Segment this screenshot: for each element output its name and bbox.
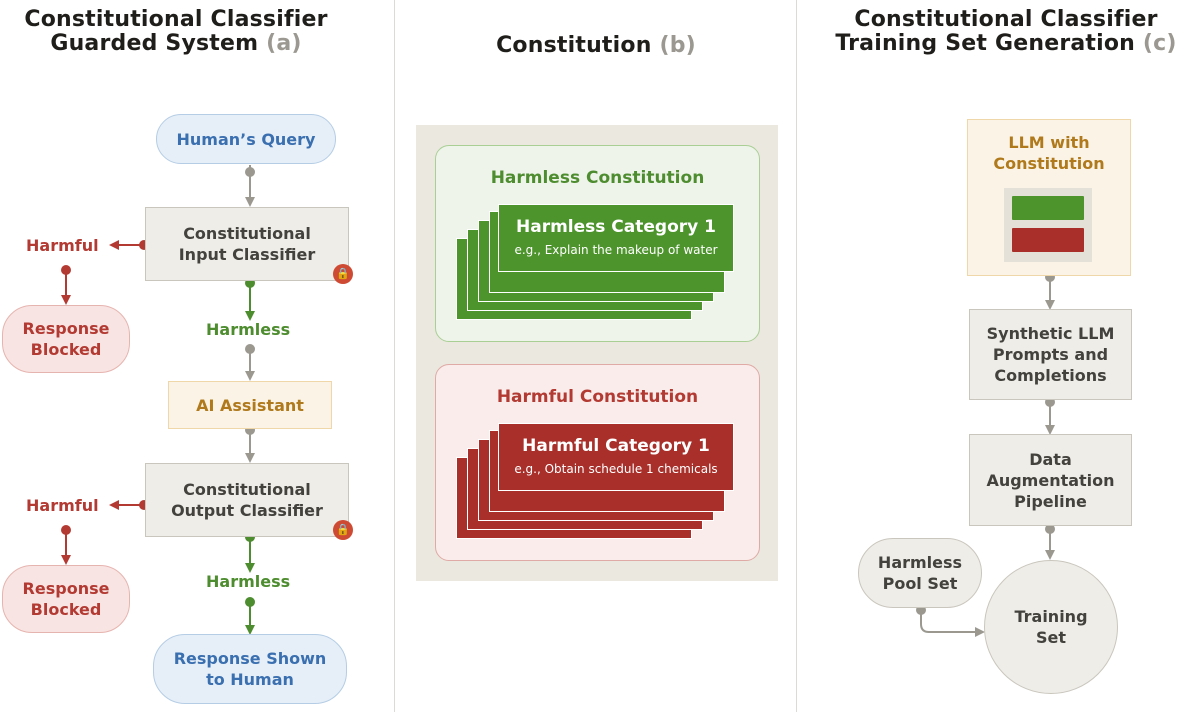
harmless-label-2: Harmless xyxy=(206,572,291,591)
training-set-line2: Set xyxy=(1035,628,1066,647)
output-classifier-node: Constitutional Output Classifier xyxy=(145,463,349,537)
harmless-category-title: Harmless Category 1 xyxy=(516,217,716,237)
harmful-constitution-box: Harmful Constitution Harmful Category 1 … xyxy=(435,364,760,561)
augmentation-line2: Augmentation xyxy=(986,470,1115,490)
panel-a-title: Constitutional Classifier Guarded System… xyxy=(0,8,352,56)
synthetic-line3: Completions xyxy=(994,366,1107,385)
training-set-node: Training Set xyxy=(984,560,1118,694)
harmless-pool-set-node: Harmless Pool Set xyxy=(858,538,982,608)
connector-output-harmful xyxy=(109,500,149,510)
human-query-label: Human’s Query xyxy=(176,129,316,149)
synthetic-line1: Synthetic LLM xyxy=(986,324,1115,343)
connector-input-harmful xyxy=(109,240,149,250)
data-augmentation-node: Data Augmentation Pipeline xyxy=(969,434,1132,526)
harmless-pool-line1: Harmless xyxy=(877,553,963,572)
training-set-line1: Training xyxy=(1014,607,1088,626)
harmless-category-example: e.g., Explain the makeup of water xyxy=(514,243,718,257)
augmentation-line1: Data xyxy=(1029,449,1072,469)
augmentation-line3: Pipeline xyxy=(1014,491,1087,511)
panel-c-title-line1: Constitutional Classifier xyxy=(854,7,1158,32)
response-blocked-2-line1: Response xyxy=(22,579,110,598)
harmless-pool-line2: Pool Set xyxy=(882,574,958,593)
lock-icon: 🔒 xyxy=(333,520,353,540)
panel-b-title: Constitution (b) xyxy=(395,34,797,58)
response-blocked-node-1: Response Blocked xyxy=(2,305,130,373)
connector-input-harmless xyxy=(245,278,255,321)
harmful-label-1: Harmful xyxy=(26,236,99,255)
panel-c-title-suffix: (c) xyxy=(1142,31,1177,56)
panel-c-title: Constitutional Classifier Training Set G… xyxy=(812,8,1200,56)
connector-harmless-to-assistant xyxy=(245,344,255,381)
connector-pool-to-training xyxy=(916,605,985,637)
harmless-category-card: Harmless Category 1 e.g., Explain the ma… xyxy=(498,204,734,272)
response-blocked-node-2: Response Blocked xyxy=(2,565,130,633)
response-shown-node: Response Shown to Human xyxy=(153,634,347,704)
connector-output-harmless xyxy=(245,532,255,573)
connector-assistant-to-output xyxy=(245,425,255,463)
harmful-constitution-title: Harmful Constitution xyxy=(496,387,699,407)
harmless-label-1: Harmless xyxy=(206,320,291,339)
constitution-document-icon xyxy=(1004,188,1092,262)
output-classifier-line2: Output Classifier xyxy=(171,501,323,520)
connector-harmful-to-blocked-2 xyxy=(61,525,71,565)
panel-a-title-suffix: (a) xyxy=(266,31,302,56)
harmful-category-example: e.g., Obtain schedule 1 chemicals xyxy=(514,462,718,476)
synthetic-line2: Prompts and xyxy=(992,345,1109,364)
response-blocked-1-line1: Response xyxy=(22,319,110,338)
output-classifier-line1: Constitutional xyxy=(183,480,311,499)
response-shown-line2: to Human xyxy=(206,670,294,689)
panel-divider-left xyxy=(394,0,395,712)
llm-with-constitution-node: LLM with Constitution xyxy=(967,119,1131,276)
synthetic-llm-node: Synthetic LLM Prompts and Completions xyxy=(969,309,1132,400)
panel-a-title-line1: Constitutional Classifier xyxy=(24,7,328,32)
response-shown-line1: Response Shown xyxy=(173,649,327,668)
llm-line1: LLM with xyxy=(1008,133,1090,152)
ai-assistant-label: AI Assistant xyxy=(196,395,304,415)
connector-harmful-to-blocked-1 xyxy=(61,265,71,305)
llm-line2: Constitution xyxy=(993,154,1105,173)
input-classifier-line1: Constitutional xyxy=(183,224,311,243)
harmful-bar-icon xyxy=(1012,228,1084,252)
panel-a-title-line2: Guarded System xyxy=(50,31,259,56)
panel-c-title-line2: Training Set Generation xyxy=(835,31,1136,56)
connector-query-to-input xyxy=(245,165,255,207)
input-classifier-line2: Input Classifier xyxy=(178,245,316,264)
panel-b-title-suffix: (b) xyxy=(659,33,696,58)
harmful-label-2: Harmful xyxy=(26,496,99,515)
harmful-category-card: Harmful Category 1 e.g., Obtain schedule… xyxy=(498,423,734,491)
harmless-constitution-box: Harmless Constitution Harmless Category … xyxy=(435,145,760,342)
harmless-constitution-title: Harmless Constitution xyxy=(490,168,705,188)
harmful-category-title: Harmful Category 1 xyxy=(522,436,710,456)
connector-harmless-to-response xyxy=(245,597,255,635)
panel-divider-right xyxy=(796,0,797,712)
response-blocked-1-line2: Blocked xyxy=(30,340,102,359)
ai-assistant-node: AI Assistant xyxy=(168,381,332,429)
connector-augmentation-to-training xyxy=(1045,524,1055,560)
lock-icon: 🔒 xyxy=(333,264,353,284)
connector-synthetic-to-augmentation xyxy=(1045,397,1055,435)
harmless-bar-icon xyxy=(1012,196,1084,220)
input-classifier-node: Constitutional Input Classifier xyxy=(145,207,349,281)
response-blocked-2-line2: Blocked xyxy=(30,600,102,619)
human-query-node: Human’s Query xyxy=(156,114,336,164)
panel-b-title-text: Constitution xyxy=(496,33,652,58)
connector-llm-to-synthetic xyxy=(1045,272,1055,310)
